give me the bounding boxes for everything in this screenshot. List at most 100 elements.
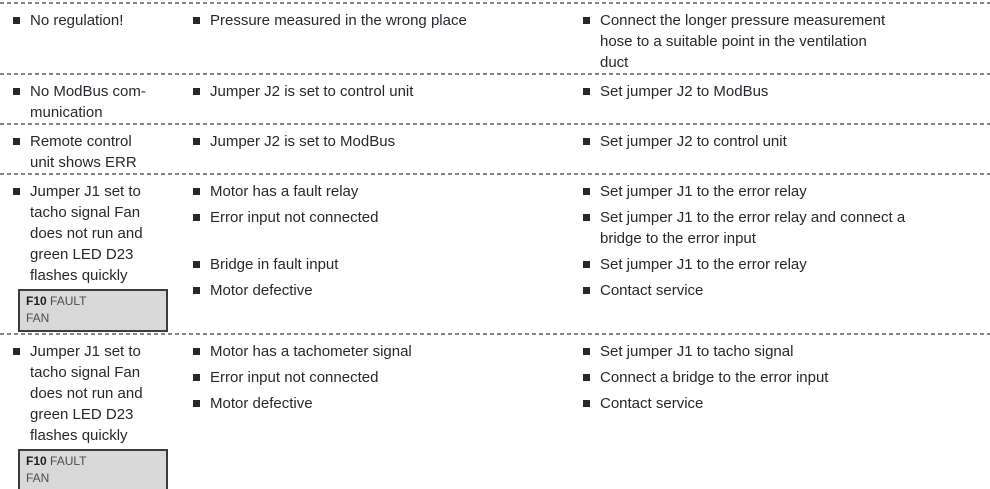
- list-item: Pressure measured in the wrong place: [193, 10, 569, 31]
- remedy-text: Connect a bridge to the error input: [600, 369, 829, 386]
- remedy-cell: Set jumper J2 to ModBus: [583, 81, 990, 102]
- list-item: Connect a bridge to the error input: [583, 367, 984, 388]
- symptom-cell: No ModBus com- munication: [0, 75, 193, 123]
- cause-cell: Jumper J2 is set to control unit: [193, 81, 583, 102]
- dashed-divider: [0, 123, 990, 125]
- bullet-icon: [583, 348, 590, 355]
- list-item: Connect the longer pressure measurement …: [583, 10, 984, 73]
- remedy-cell: Contact service: [583, 280, 990, 301]
- list-item: Jumper J1 set to tacho signal Fan does n…: [13, 341, 181, 446]
- remedy-text: Connect the longer pressure measurement …: [600, 12, 886, 71]
- list-item: Error input not connected: [193, 207, 569, 228]
- remedy-cell: Set jumper J2 to control unit: [583, 131, 990, 152]
- remedy-cell: Connect the longer pressure measurement …: [583, 10, 990, 73]
- list-item: Motor defective: [193, 280, 569, 301]
- list-item: Set jumper J1 to the error relay and con…: [583, 207, 984, 249]
- remedy-cell: Connect a bridge to the error input: [583, 367, 990, 388]
- bullet-icon: [193, 287, 200, 294]
- symptom-cell: Remote control unit shows ERR: [0, 125, 193, 173]
- symptom-text: Jumper J1 set to tacho signal Fan does n…: [30, 343, 143, 444]
- cause-cell: Error input not connected: [193, 207, 583, 249]
- bullet-icon: [583, 287, 590, 294]
- cause-text: Error input not connected: [210, 369, 379, 386]
- bullet-icon: [583, 261, 590, 268]
- fault-display-line2: FAN: [26, 311, 50, 325]
- bullet-icon: [13, 88, 20, 95]
- bullet-icon: [583, 17, 590, 24]
- list-item: Error input not connected: [193, 367, 569, 388]
- fault-display-line1: F10 FAULT: [26, 453, 160, 470]
- bullet-icon: [13, 188, 20, 195]
- list-item: Jumper J1 set to tacho signal Fan does n…: [13, 181, 181, 286]
- bullet-icon: [193, 348, 200, 355]
- list-item: No regulation!: [13, 10, 181, 31]
- cause-cell: Jumper J2 is set to ModBus: [193, 131, 583, 152]
- list-item: Set jumper J1 to tacho signal: [583, 341, 984, 362]
- bullet-icon: [583, 400, 590, 407]
- remedy-cell: Set jumper J1 to the error relay and con…: [583, 207, 990, 249]
- list-item: Remote control unit shows ERR: [13, 131, 181, 173]
- list-item: Motor has a fault relay: [193, 181, 569, 202]
- cause-cell: Motor defective: [193, 393, 583, 414]
- bullet-icon: [583, 188, 590, 195]
- cause-text: Bridge in fault input: [210, 256, 339, 273]
- symptom-cell: Jumper J1 set to tacho signal Fan does n…: [0, 335, 193, 489]
- list-item: Set jumper J2 to ModBus: [583, 81, 984, 102]
- cause-cell: Pressure measured in the wrong place: [193, 10, 583, 73]
- bullet-icon: [193, 138, 200, 145]
- list-item: Jumper J2 is set to control unit: [193, 81, 569, 102]
- cause-text: Motor defective: [210, 395, 313, 412]
- remedy-cell: Set jumper J1 to the error relay: [583, 181, 990, 202]
- list-item: Set jumper J2 to control unit: [583, 131, 984, 152]
- remedy-text: Set jumper J2 to control unit: [600, 133, 787, 150]
- dashed-divider: [0, 2, 990, 4]
- bullet-icon: [583, 138, 590, 145]
- table-row: Jumper J1 set to tacho signal Fan does n…: [0, 175, 990, 333]
- table-row: Remote control unit shows ERR Jumper J2 …: [0, 125, 990, 173]
- bullet-icon: [193, 214, 200, 221]
- cause-cell: Error input not connected: [193, 367, 583, 388]
- remedy-cell: Contact service: [583, 393, 990, 414]
- list-item: Set jumper J1 to the error relay: [583, 254, 984, 275]
- cause-cell: Motor has a fault relay: [193, 181, 583, 202]
- remedy-cell: Set jumper J1 to tacho signal: [583, 341, 990, 362]
- fault-display-box: F10 FAULT FAN: [18, 289, 168, 332]
- list-item: Motor defective: [193, 393, 569, 414]
- remedy-text: Set jumper J1 to the error relay and con…: [600, 209, 906, 247]
- remedy-cell: Set jumper J1 to the error relay: [583, 254, 990, 275]
- cause-remedy-pairs: Jumper J2 is set to control unit Set jum…: [193, 75, 990, 102]
- fault-display-line2: FAN: [26, 471, 50, 485]
- bullet-icon: [583, 88, 590, 95]
- bullet-icon: [193, 188, 200, 195]
- fault-label: FAULT: [50, 294, 87, 308]
- list-item: Motor has a tachometer signal: [193, 341, 569, 362]
- cause-text: Pressure measured in the wrong place: [210, 12, 467, 29]
- dashed-divider: [0, 333, 990, 335]
- symptom-text: No regulation!: [30, 12, 124, 29]
- table-row: No regulation! Pressure measured in the …: [0, 4, 990, 73]
- list-item: Jumper J2 is set to ModBus: [193, 131, 569, 152]
- remedy-text: Set jumper J1 to the error relay: [600, 183, 807, 200]
- list-item: Set jumper J1 to the error relay: [583, 181, 984, 202]
- cause-cell: Bridge in fault input: [193, 254, 583, 275]
- fault-display-box: F10 FAULT FAN: [18, 449, 168, 489]
- cause-cell: Motor defective: [193, 280, 583, 301]
- bullet-icon: [583, 214, 590, 221]
- cause-text: Motor has a fault relay: [210, 183, 359, 200]
- symptom-text: No ModBus com- munication: [30, 83, 146, 121]
- list-item: Contact service: [583, 280, 984, 301]
- remedy-text: Set jumper J2 to ModBus: [600, 83, 769, 100]
- bullet-icon: [193, 374, 200, 381]
- table-row: Jumper J1 set to tacho signal Fan does n…: [0, 335, 990, 489]
- bullet-icon: [193, 17, 200, 24]
- remedy-text: Contact service: [600, 395, 704, 412]
- fault-code: F10: [26, 294, 47, 308]
- fault-label: FAULT: [50, 454, 87, 468]
- cause-text: Error input not connected: [210, 209, 379, 226]
- bullet-icon: [13, 348, 20, 355]
- table-row: No ModBus com- munication Jumper J2 is s…: [0, 75, 990, 123]
- symptom-text: Jumper J1 set to tacho signal Fan does n…: [30, 183, 143, 284]
- bullet-icon: [583, 374, 590, 381]
- bullet-icon: [13, 138, 20, 145]
